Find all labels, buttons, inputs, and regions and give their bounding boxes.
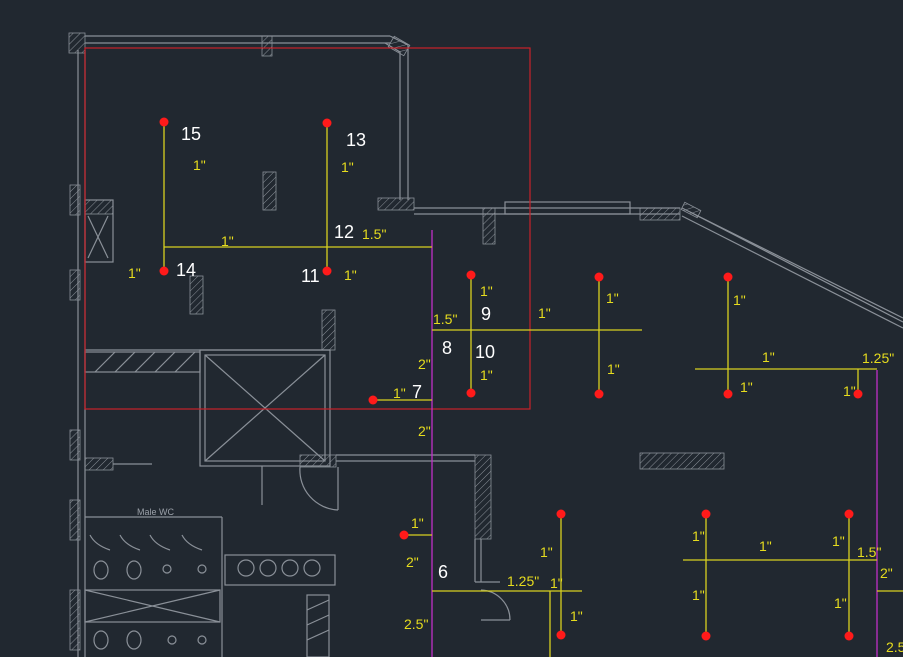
- node-number-9: 9: [481, 304, 491, 324]
- sprinkler-head[interactable]: [594, 389, 604, 399]
- node-number-8: 8: [442, 338, 452, 358]
- pipe-size-label: 2": [418, 356, 431, 372]
- pipe-size-label: 1": [692, 528, 705, 544]
- sprinkler-head[interactable]: [701, 631, 711, 641]
- pipe-size-label: 1": [393, 385, 406, 401]
- sprinkler-head[interactable]: [556, 509, 566, 519]
- sprinkler-head[interactable]: [322, 118, 332, 128]
- node-number-13: 13: [346, 130, 366, 150]
- sprinkler-head[interactable]: [466, 388, 476, 398]
- node-number-7: 7: [412, 382, 422, 402]
- pipe-size-label: 1": [341, 159, 354, 175]
- pipe-size-label: 1": [221, 233, 234, 249]
- node-number-15: 15: [181, 124, 201, 144]
- pipe-size-label: 1": [759, 538, 772, 554]
- sprinkler-heads: [159, 117, 863, 641]
- pipe-size-label: 2.5: [886, 639, 903, 655]
- pipe-size-label: 1": [193, 157, 206, 173]
- pipe-network: [163, 122, 903, 657]
- sprinkler-head[interactable]: [723, 389, 733, 399]
- pipe-size-label: 1.5": [857, 544, 881, 560]
- pipe-size-label: 1": [540, 544, 553, 560]
- pipe-size-label: 1.5": [433, 311, 457, 327]
- pipe-size-label: 1": [692, 587, 705, 603]
- pipe-size-label: 1": [733, 292, 746, 308]
- sprinkler-head[interactable]: [556, 630, 566, 640]
- pipe-size-label: 1": [832, 533, 845, 549]
- selection-window: [84, 47, 531, 410]
- sprinkler-head[interactable]: [399, 530, 409, 540]
- sprinkler-head[interactable]: [368, 395, 378, 405]
- sprinkler-head[interactable]: [322, 266, 332, 276]
- sprinkler-head[interactable]: [701, 509, 711, 519]
- sprinkler-head[interactable]: [853, 389, 863, 399]
- pipe-size-label: 2": [880, 565, 893, 581]
- room-label-male-wc: Male WC: [137, 507, 175, 517]
- pipe-size-label: 2": [418, 423, 431, 439]
- node-number-14: 14: [176, 260, 196, 280]
- pipe-size-label: 1": [128, 265, 141, 281]
- node-number-11: 11: [301, 266, 320, 286]
- pipe-size-label: 1": [740, 379, 753, 395]
- pipe-size-label: 1": [480, 283, 493, 299]
- pipe-size-label: 1": [762, 349, 775, 365]
- pipe-size-label: 1": [538, 305, 551, 321]
- node-numbers: 15 13 12 14 11 9 8 10 7 6: [176, 124, 495, 582]
- sprinkler-head[interactable]: [159, 266, 169, 276]
- node-number-6: 6: [438, 562, 448, 582]
- pipe-size-label: 1": [344, 267, 357, 283]
- pipe-size-label: 2.5": [404, 616, 428, 632]
- node-number-12: 12: [334, 222, 354, 242]
- pipe-size-label: 2": [406, 554, 419, 570]
- pipe-size-label: 1.5": [362, 226, 386, 242]
- pipe-size-label: 1": [411, 515, 424, 531]
- pipe-size-label: 1": [570, 608, 583, 624]
- sprinkler-head[interactable]: [844, 509, 854, 519]
- building-walls: [68, 32, 903, 657]
- sprinkler-head[interactable]: [594, 272, 604, 282]
- pipe-size-label: 1.25": [862, 350, 894, 366]
- pipe-size-label: 1": [843, 383, 856, 399]
- sprinkler-head[interactable]: [844, 631, 854, 641]
- sprinkler-head[interactable]: [723, 272, 733, 282]
- node-number-10: 10: [475, 342, 495, 362]
- pipe-size-label: 1": [606, 290, 619, 306]
- sprinkler-head[interactable]: [466, 270, 476, 280]
- sprinkler-head[interactable]: [159, 117, 169, 127]
- pipe-size-label: 1": [607, 361, 620, 377]
- pipe-size-labels: 1" 1" 1" 1.5" 1" 1" 1" 1.5" 1" 2" 1" 1" …: [128, 157, 903, 655]
- pipe-size-label: 1": [550, 575, 563, 591]
- pipe-size-label: 1.25": [507, 573, 539, 589]
- riser-lines: [431, 230, 878, 657]
- pipe-size-label: 1": [480, 367, 493, 383]
- pipe-size-label: 1": [834, 595, 847, 611]
